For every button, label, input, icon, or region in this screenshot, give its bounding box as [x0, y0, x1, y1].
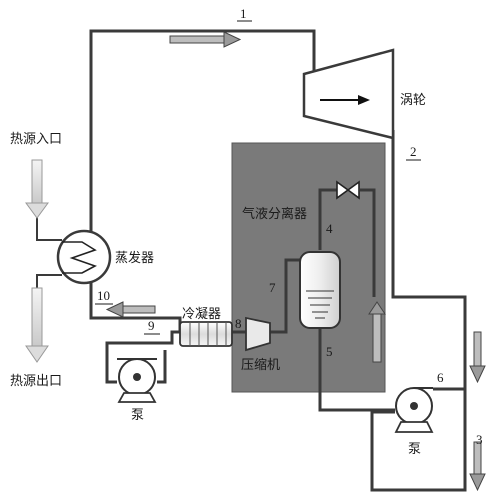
state-point-8: 8	[235, 316, 242, 331]
pipe-9	[105, 330, 180, 384]
heat-pipe-in	[36, 216, 62, 241]
separator-vessel	[299, 251, 341, 329]
pipe-2	[391, 130, 467, 386]
label-pump-right: 泵	[408, 442, 421, 457]
label-heat-out: 热源出口	[10, 374, 62, 389]
state-point-6: 6	[437, 370, 444, 385]
pipe-4b	[360, 188, 376, 297]
pipe-7	[270, 258, 300, 334]
pipe-3	[370, 386, 467, 492]
state-point-3: 3	[476, 432, 483, 447]
state-point-10: 10	[97, 288, 110, 303]
flow-arrow-right-upper	[469, 331, 486, 384]
state-point-5: 5	[326, 344, 333, 359]
turbine	[302, 48, 395, 140]
pipe-4	[318, 188, 337, 250]
state-point-1: 1	[240, 6, 247, 21]
state-point-4: 4	[326, 221, 333, 236]
heat-outlet-arrow	[25, 287, 49, 363]
flow-arrow-top	[169, 31, 242, 48]
label-turbine: 涡轮	[400, 93, 426, 108]
throttle-valve	[336, 180, 360, 200]
pipe-9b	[157, 350, 167, 384]
state-point-2: 2	[410, 144, 417, 159]
compressor	[245, 316, 271, 352]
state-point-7: 7	[269, 280, 276, 295]
flow-arrow-module	[368, 301, 386, 363]
state-point-9: 9	[148, 318, 155, 333]
condenser	[179, 321, 233, 347]
label-condenser: 冷凝器	[182, 306, 221, 322]
flow-arrow-right-lower	[469, 441, 486, 492]
evaporator	[56, 229, 112, 285]
pump-right	[394, 387, 434, 433]
flow-arrow-left	[105, 301, 156, 318]
label-pump-left: 泵	[131, 408, 144, 423]
heat-inlet-arrow	[25, 159, 49, 219]
label-separator: 气液分离器	[242, 206, 307, 222]
label-evaporator: 蒸发器	[115, 250, 154, 266]
label-heat-in: 热源入口	[10, 132, 62, 147]
pipe-5	[318, 320, 395, 412]
pump-left	[117, 358, 157, 403]
label-compressor: 压缩机	[241, 357, 280, 373]
